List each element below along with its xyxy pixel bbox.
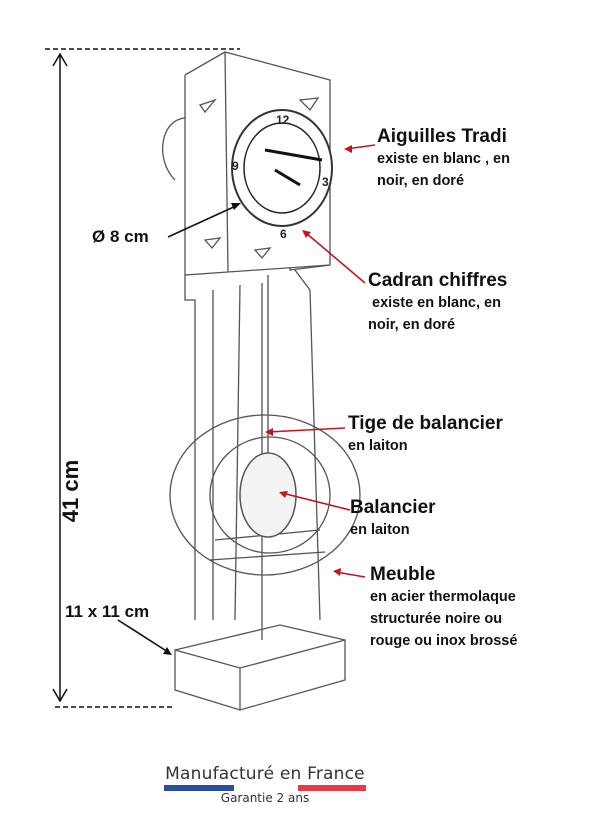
dial-number-6: 6 [280, 227, 287, 241]
base-size-label: 11 x 11 cm [65, 602, 150, 621]
annotation-title: Meuble [370, 564, 436, 585]
warranty-text: Garantie 2 ans [220, 791, 310, 805]
annotation-line: en laiton [350, 522, 410, 538]
annotation-arrows [117, 144, 376, 655]
made-in-france-badge: Manufacturé en France Garantie 2 ans [162, 764, 368, 805]
annotation-title: Tige de balancier [348, 413, 503, 434]
dial-number-9: 9 [232, 159, 239, 173]
annotation-tige: Tige de balancier en laiton [348, 413, 503, 457]
annotation-line: existe en blanc , en [377, 151, 510, 167]
annotation-title: Cadran chiffres [368, 270, 508, 291]
dial-number-12: 12 [276, 113, 290, 127]
annotation-cadran: Cadran chiffres existe en blanc, en noir… [368, 270, 507, 336]
annotation-title: Aiguilles Tradi [377, 126, 507, 147]
annotation-balancier: Balancier en laiton [350, 497, 436, 541]
annotation-title: Balancier [350, 497, 436, 518]
height-dimension [45, 48, 240, 708]
annotation-line: en laiton [348, 438, 408, 454]
flag-red-bar [298, 785, 366, 791]
brand-text: Manufacturé en France [165, 764, 365, 784]
annotation-line: en acier thermolaque [370, 589, 516, 605]
annotation-line: existe en blanc, en [368, 295, 501, 311]
clock-dial: 12 3 6 9 [231, 109, 333, 241]
pendulum [239, 275, 297, 538]
annotation-line: noir, en doré [368, 317, 456, 333]
annotation-aiguilles: Aiguilles Tradi existe en blanc , en noi… [377, 126, 510, 192]
clock-hands [264, 148, 323, 187]
dial-number-3: 3 [322, 175, 329, 189]
height-label: 41 cm [58, 459, 84, 523]
diameter-label: Ø 8 cm [92, 227, 149, 246]
annotation-line: structurée noire ou [370, 611, 503, 627]
annotation-line: noir, en doré [377, 173, 465, 189]
annotation-line: rouge ou inox brossé [370, 633, 518, 649]
flag-blue-bar [164, 785, 234, 791]
annotation-meuble: Meuble en acier thermolaque structurée n… [370, 564, 517, 652]
